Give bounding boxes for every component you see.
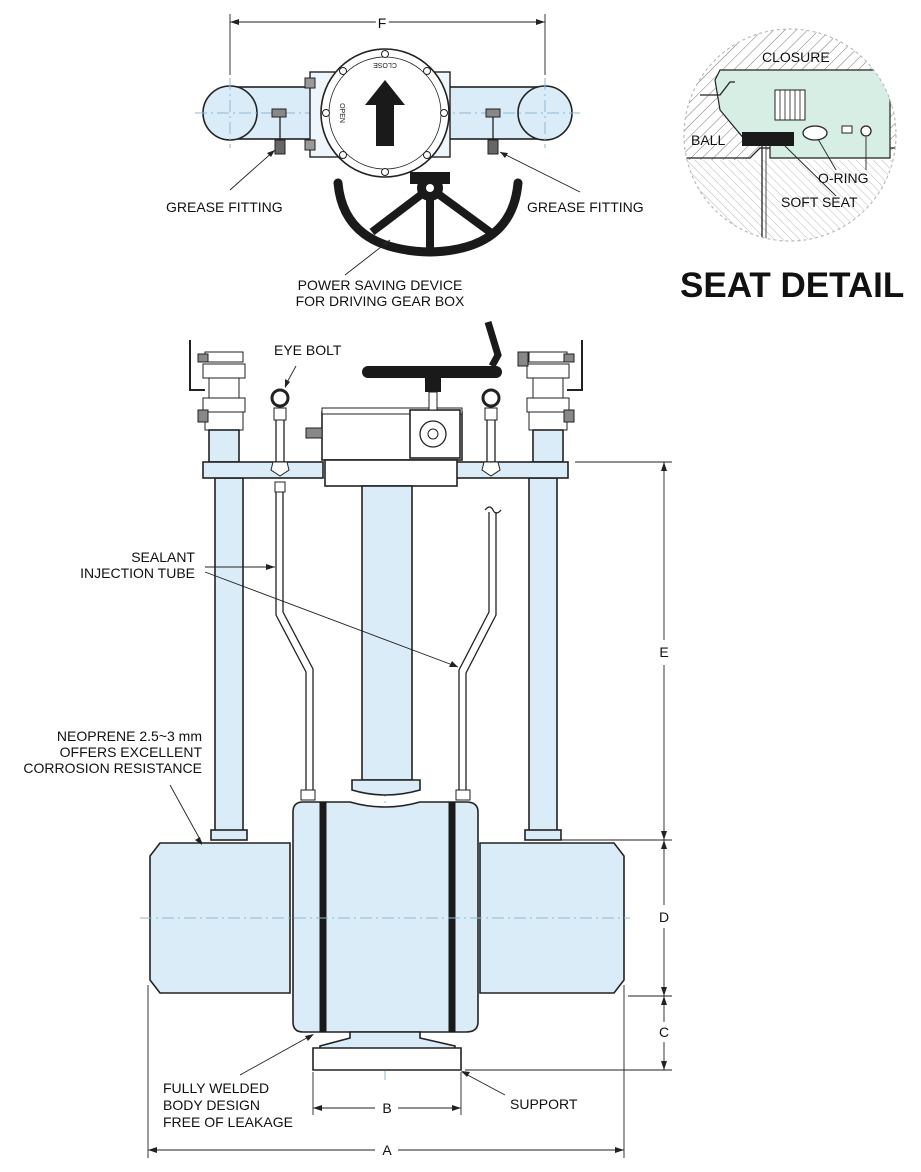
sealant-label-2: INJECTION TUBE [80, 565, 195, 581]
dim-b-label: B [382, 1100, 391, 1116]
open-label: OPEN [338, 103, 345, 123]
grease-fitting-icon [485, 108, 501, 155]
welded-label-1: FULLY WELDED [163, 1080, 269, 1096]
grease-fitting-icon [271, 108, 287, 155]
seat-detail: CLOSURE BALL O-RING SOFT SEAT SEAT DETAI… [680, 28, 904, 305]
power-saving-label-1: POWER SAVING DEVICE [298, 277, 463, 293]
eye-bolt-label: EYE BOLT [274, 342, 342, 358]
riser-valve-left [189, 340, 246, 463]
dim-e-label: E [659, 644, 668, 660]
seat-detail-title: SEAT DETAIL [680, 266, 904, 305]
dim-f-label: F [378, 15, 387, 31]
eye-bolt-icon [481, 388, 501, 477]
neoprene-label-1: NEOPRENE 2.5~3 mm [57, 728, 202, 744]
close-label: CLOSE [373, 61, 397, 68]
sealant-label-1: SEALANT [131, 549, 195, 565]
riser-valve-right [517, 340, 583, 463]
neoprene-label-3: CORROSION RESISTANCE [23, 760, 202, 776]
handwheel-icon [333, 172, 523, 257]
grease-fitting-left-label: GREASE FITTING [166, 199, 283, 215]
bolt-circle [322, 50, 448, 176]
power-saving-label-2: FOR DRIVING GEAR BOX [296, 293, 465, 309]
sealant-tube-right [455, 506, 502, 801]
grease-fitting-right-label: GREASE FITTING [527, 199, 644, 215]
top-view: F CLOSE [166, 12, 644, 309]
seat-softseat-label: SOFT SEAT [781, 194, 858, 210]
eye-bolt-icon [270, 388, 290, 477]
welded-label-2: BODY DESIGN [163, 1097, 260, 1113]
seat-ball-label: BALL [691, 132, 725, 148]
dim-c-label: C [659, 1024, 669, 1040]
neoprene-label-2: OFFERS EXCELLENT [60, 744, 203, 760]
open-close-arrow-icon [365, 80, 405, 146]
seat-closure-label: CLOSURE [762, 49, 830, 65]
dim-d-label: D [659, 909, 669, 925]
sealant-tube-left [274, 481, 316, 801]
support-label: SUPPORT [510, 1096, 578, 1112]
dim-a-label: A [382, 1142, 392, 1158]
front-view: E D C B A [23, 320, 672, 1158]
welded-label-3: FREE OF LEAKAGE [163, 1114, 293, 1130]
seat-oring-label: O-RING [818, 170, 869, 186]
handwheel-side-icon [362, 320, 502, 411]
